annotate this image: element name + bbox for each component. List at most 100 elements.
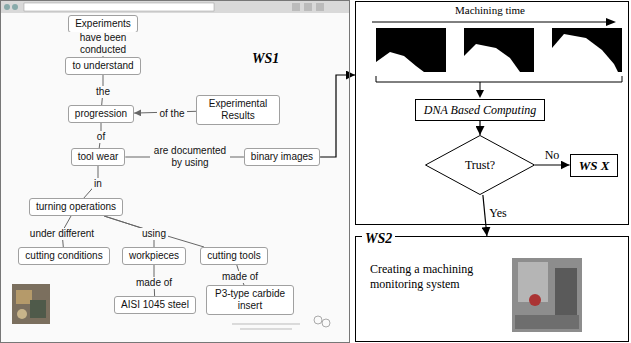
concept-box: Experimental Results bbox=[196, 95, 280, 125]
flow-line bbox=[480, 82, 481, 91]
node-text: WS1 bbox=[252, 51, 279, 67]
monitoring-photo-part bbox=[515, 315, 579, 329]
edge-label: made of bbox=[134, 277, 174, 289]
screen-frame: WS1 Experiments to understand progression Ex… bbox=[0, 0, 350, 343]
edge-label: using bbox=[140, 228, 168, 240]
machine-photo-part bbox=[17, 309, 27, 319]
image-bracket bbox=[376, 76, 622, 82]
flow-arrowhead bbox=[476, 90, 484, 98]
edge-label-holder: under different bbox=[28, 223, 96, 241]
wear-area bbox=[376, 52, 424, 72]
concept-box: progression bbox=[68, 105, 134, 123]
concept-box: tool wear bbox=[71, 148, 126, 166]
edge-label-holder: of bbox=[95, 126, 107, 144]
machine-photo-part bbox=[16, 290, 32, 304]
edge-label-holder: of the bbox=[157, 103, 186, 121]
node-text: binary images bbox=[251, 151, 313, 163]
browser-icon bbox=[304, 3, 312, 11]
connector bbox=[479, 121, 480, 135]
text-holder: Creating a machining monitoring system bbox=[370, 262, 505, 292]
decision-diamond: Trust? bbox=[425, 135, 535, 195]
edge-label-holder: have been conducted bbox=[63, 32, 143, 57]
workstation-panel: WS2Creating a machining monitoring syste… bbox=[355, 236, 629, 342]
node-text: Experimental Results bbox=[203, 98, 273, 122]
edge-label-holder: the bbox=[94, 81, 112, 99]
edge-label-holder: made of bbox=[220, 266, 260, 284]
node-text: DNA Based Computing bbox=[424, 103, 536, 117]
machine-photo-part bbox=[30, 300, 46, 318]
text-holder: Machining time bbox=[430, 4, 550, 17]
concept-box: AISI 1045 steel bbox=[114, 296, 196, 314]
edge-label: Yes bbox=[487, 206, 508, 220]
concept-box: turning operations bbox=[29, 198, 123, 216]
node-text: to understand bbox=[72, 60, 133, 72]
node-text: workpieces bbox=[129, 250, 179, 262]
edge-label-holder: No bbox=[543, 145, 562, 163]
address-field bbox=[24, 3, 214, 11]
node-text: progression bbox=[75, 108, 127, 120]
footer-line bbox=[232, 324, 300, 325]
node-text: tool wear bbox=[78, 151, 119, 163]
node-text: cutting tools bbox=[207, 250, 260, 262]
edge-label: in bbox=[92, 178, 104, 190]
node-text: Trust? bbox=[465, 158, 495, 172]
concept-box: P3-type carbide insert bbox=[206, 285, 294, 315]
time-arrowhead bbox=[606, 18, 616, 26]
browser-button bbox=[12, 4, 18, 10]
edge-label: made of bbox=[220, 271, 260, 283]
footer-line bbox=[240, 329, 292, 330]
edge-label: have been conducted bbox=[63, 32, 143, 56]
concept-box: workpieces bbox=[122, 247, 186, 265]
process-box: DNA Based Computing bbox=[415, 99, 545, 121]
browser-bar bbox=[1, 1, 349, 13]
node-text: WS X bbox=[579, 158, 610, 173]
node-text: WS2 bbox=[362, 231, 395, 247]
edge-label: of the bbox=[157, 108, 186, 120]
concept-box: Experiments bbox=[68, 15, 138, 33]
wear-image bbox=[464, 28, 534, 72]
node-text: AISI 1045 steel bbox=[121, 299, 189, 311]
screen-ground bbox=[0, 0, 350, 343]
node-text: P3-type carbide insert bbox=[213, 288, 287, 312]
connector bbox=[104, 216, 204, 247]
node-text: Creating a machining monitoring system bbox=[370, 262, 505, 292]
edge-label: are documented by using bbox=[150, 145, 230, 169]
browser-button bbox=[4, 4, 10, 10]
wear-image bbox=[552, 28, 622, 72]
wear-area bbox=[552, 34, 618, 72]
edge-label-holder: are documented by using bbox=[150, 145, 230, 170]
node-text: turning operations bbox=[36, 201, 116, 213]
edge-label: of bbox=[95, 131, 107, 143]
node-text: cutting conditions bbox=[25, 250, 102, 262]
edge-label: the bbox=[94, 86, 112, 98]
process-box: WS X bbox=[570, 154, 619, 177]
browser-icon bbox=[292, 3, 300, 11]
concept-box: cutting conditions bbox=[18, 247, 109, 265]
concept-box: cutting tools bbox=[200, 247, 267, 265]
edge-label: No bbox=[543, 148, 562, 162]
wear-area bbox=[464, 44, 520, 72]
text-holder: WS1 bbox=[252, 49, 279, 67]
diamond-shape bbox=[426, 136, 535, 195]
concept-box: binary images bbox=[244, 148, 320, 166]
monitoring-photo bbox=[512, 258, 582, 332]
edge-label-holder: using bbox=[140, 223, 168, 241]
time-axis bbox=[372, 22, 608, 23]
connector bbox=[535, 164, 570, 165]
edge-label-holder: made of bbox=[134, 272, 174, 290]
text-holder: WS2 bbox=[362, 229, 395, 247]
edge-label-holder: in bbox=[92, 173, 104, 191]
logo-mark bbox=[322, 319, 330, 327]
logo-mark bbox=[314, 316, 322, 324]
monitoring-photo-part bbox=[529, 294, 541, 306]
workstation-panel: Machining timeDNA Based ComputingTrust? W… bbox=[355, 1, 629, 225]
edge-label-holder: Yes bbox=[487, 203, 508, 221]
node-text: Experiments bbox=[75, 18, 131, 30]
machine-photo bbox=[12, 284, 50, 324]
edge-label: under different bbox=[28, 228, 96, 240]
browser-icon bbox=[316, 3, 324, 11]
wear-image bbox=[376, 28, 446, 72]
node-text: Machining time bbox=[430, 4, 550, 17]
concept-box: to understand bbox=[65, 57, 140, 75]
